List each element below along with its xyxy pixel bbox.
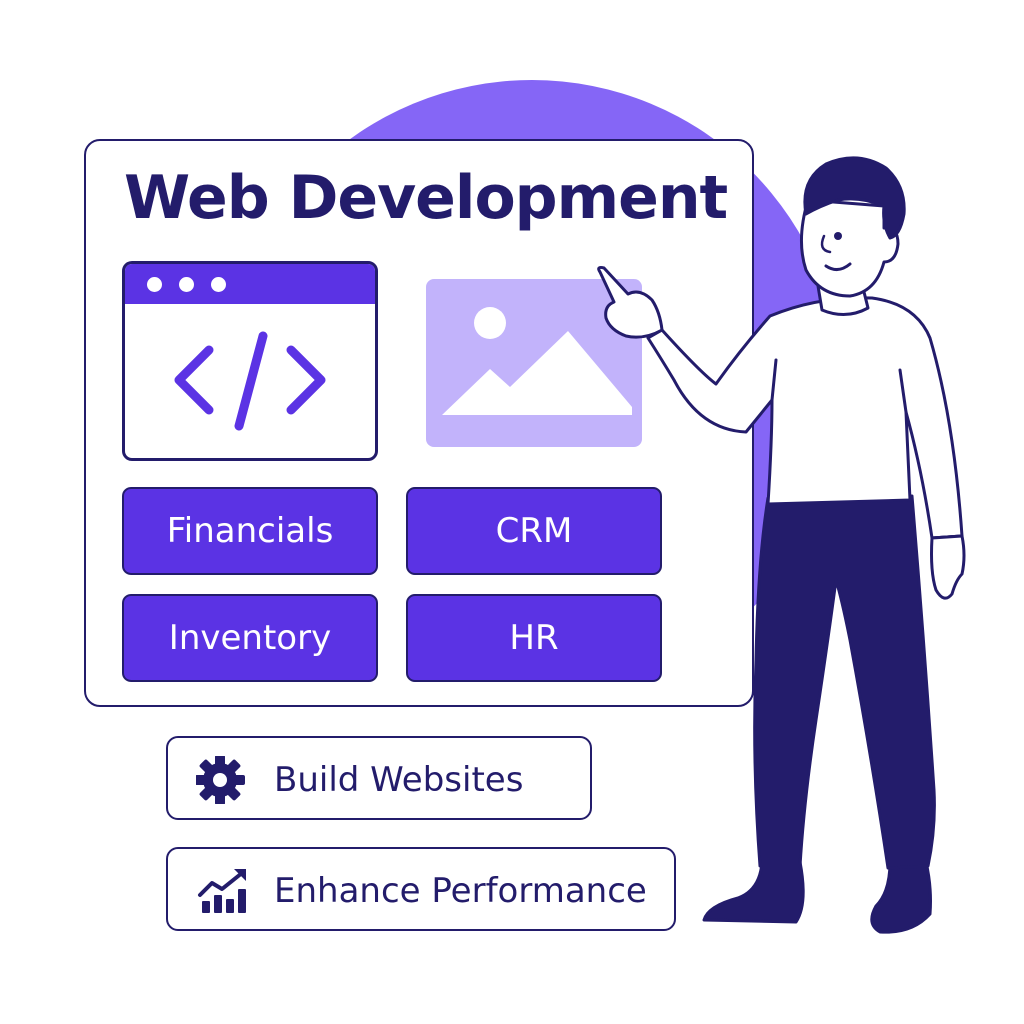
person-illustration bbox=[597, 156, 966, 934]
code-window bbox=[122, 261, 378, 461]
image-placeholder bbox=[426, 279, 642, 447]
window-dot-icon bbox=[211, 277, 226, 292]
code-window-titlebar bbox=[125, 264, 375, 304]
web-development-board: Web Development Financials CRM bbox=[84, 139, 754, 707]
window-dot-icon bbox=[179, 277, 194, 292]
tile-financials[interactable]: Financials bbox=[122, 487, 378, 575]
feature-enhance-performance[interactable]: Enhance Performance bbox=[166, 847, 676, 931]
gear-icon bbox=[196, 756, 245, 804]
feature-label: Enhance Performance bbox=[274, 871, 647, 911]
window-dot-icon bbox=[147, 277, 162, 292]
feature-build-websites[interactable]: Build Websites bbox=[166, 736, 592, 820]
tile-hr[interactable]: HR bbox=[406, 594, 662, 682]
image-icon bbox=[442, 307, 632, 415]
growth-chart-icon bbox=[198, 869, 246, 913]
code-brackets-icon bbox=[174, 331, 326, 431]
board-title: Web Development bbox=[124, 163, 728, 233]
tile-crm[interactable]: CRM bbox=[406, 487, 662, 575]
feature-label: Build Websites bbox=[274, 760, 524, 800]
tile-inventory[interactable]: Inventory bbox=[122, 594, 378, 682]
